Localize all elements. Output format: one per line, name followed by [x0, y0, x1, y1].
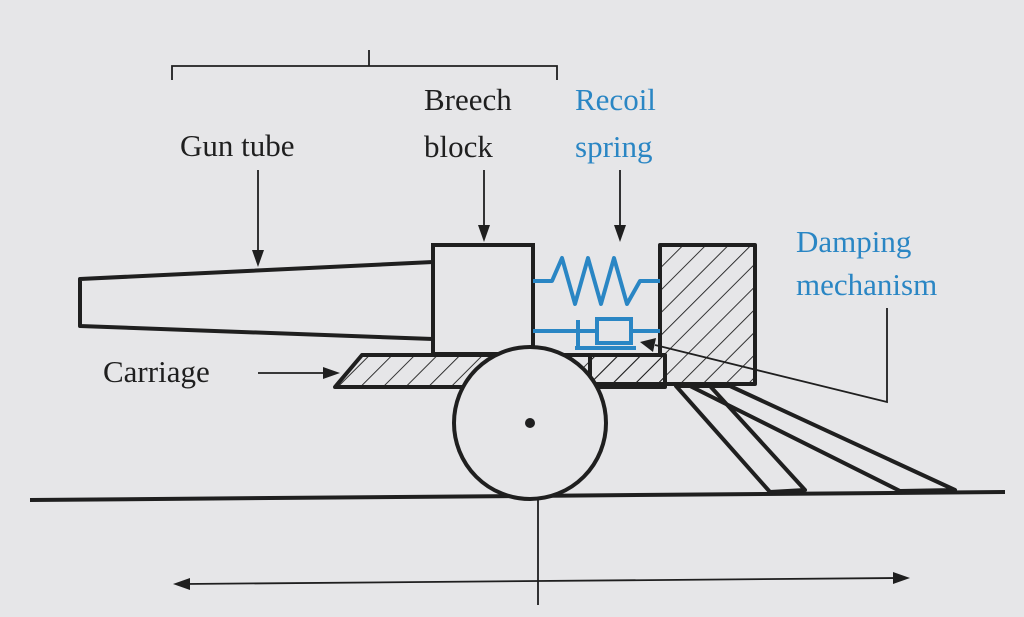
breech-block-pointer: [478, 170, 490, 242]
gun-tube-pointer: [252, 170, 264, 267]
damper: [533, 317, 660, 350]
motion-arrow: [173, 572, 910, 590]
gun-tube-label: Gun tube: [180, 128, 295, 163]
recoil-spring-pointer: [614, 170, 626, 242]
carriage-pointer: [258, 367, 340, 379]
damping-pointer: [640, 308, 888, 404]
breech-block-label-line1: Breech: [424, 82, 512, 117]
top-bracket: [171, 50, 558, 80]
recoil-spring: [533, 256, 660, 306]
recoil-spring-label-line1: Recoil: [575, 82, 656, 117]
breech-block-label-line2: block: [424, 129, 493, 164]
recoil-spring-label-line2: spring: [575, 129, 653, 164]
wheel-axle: [525, 418, 535, 428]
breech-block: [431, 243, 535, 356]
carriage-trail: [674, 384, 957, 494]
damping-label-line2: mechanism: [796, 267, 937, 302]
damping-label-line1: Damping: [796, 224, 911, 259]
carriage-label: Carriage: [103, 354, 210, 389]
gun-tube: [78, 260, 435, 341]
